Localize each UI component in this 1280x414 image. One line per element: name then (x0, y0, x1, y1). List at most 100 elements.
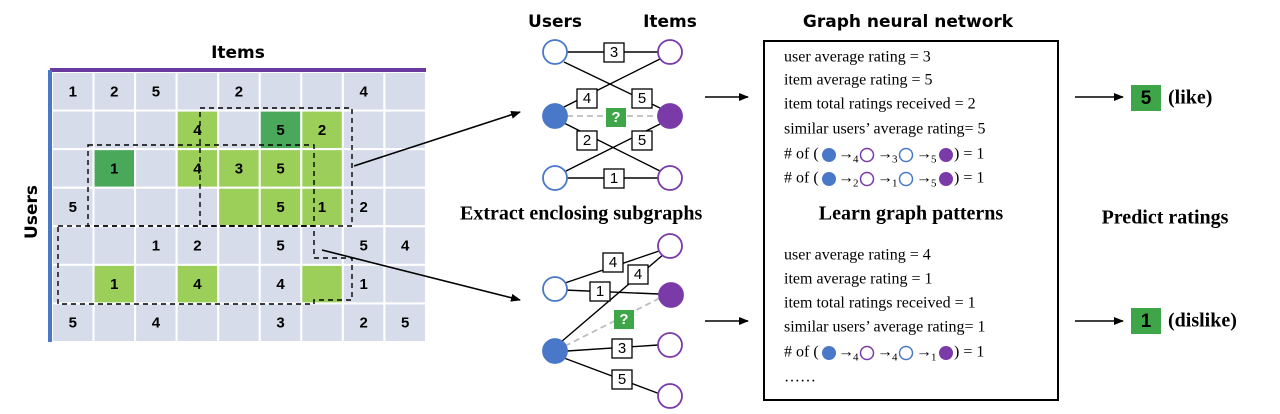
svg-text:4: 4 (359, 83, 368, 100)
matrix-cell: 4 (175, 109, 220, 151)
matrix-cell (217, 302, 261, 343)
svg-text:5: 5 (618, 371, 626, 388)
svg-text:2: 2 (853, 178, 859, 190)
svg-text:1: 1 (152, 238, 160, 255)
gnn-feature-line: item total ratings received = 1 (784, 295, 976, 312)
matrix-cell (300, 71, 344, 112)
svg-text:4: 4 (276, 276, 285, 293)
edge-label-2: 2 (576, 130, 598, 151)
matrix-cell (92, 302, 137, 343)
matrix-cell (92, 225, 137, 266)
matrix-cell (217, 109, 261, 151)
matrix-cell: 5 (134, 71, 178, 112)
matrix-cell: 2 (175, 225, 220, 266)
gnn-feature-line: similar users’ average rating= 1 (784, 319, 986, 336)
user-filled-icon (822, 148, 836, 162)
svg-text:3: 3 (892, 154, 898, 166)
gnn-path-count-line: # of (→2→1→5) = 1 (784, 170, 984, 190)
edge-label-3: 3 (603, 42, 625, 63)
svg-text:5: 5 (638, 90, 646, 107)
prediction-value-badge (1131, 85, 1161, 111)
svg-text:5: 5 (276, 160, 284, 177)
edge-label-3: 3 (611, 338, 633, 359)
svg-text:# of (: # of ( (784, 146, 819, 163)
matrix-cell (134, 148, 178, 189)
matrix-left-bar (48, 70, 52, 342)
svg-text:5: 5 (638, 132, 646, 149)
svg-text:4: 4 (634, 266, 642, 283)
extract-subgraphs-label: Extract enclosing subgraphs (460, 203, 702, 225)
item-outline-icon (859, 171, 875, 187)
matrix-cell (300, 302, 344, 343)
svg-text:) = 1: ) = 1 (954, 170, 984, 187)
svg-text:2: 2 (583, 132, 591, 149)
svg-text:4: 4 (853, 352, 859, 364)
matrix-cell: 2 (300, 109, 344, 151)
subgraph-users-label: Users (528, 12, 582, 32)
matrix-cell: 2 (92, 71, 137, 112)
item-node (657, 332, 683, 358)
item-node (657, 39, 683, 65)
user-outline-icon (898, 345, 914, 361)
svg-text:3: 3 (618, 340, 626, 357)
svg-text:5: 5 (931, 178, 937, 190)
svg-text:2: 2 (359, 315, 367, 332)
svg-text:3: 3 (276, 315, 284, 332)
item-node (657, 165, 683, 191)
svg-text:→: → (877, 344, 893, 361)
matrix-cell (341, 109, 386, 151)
svg-text:4: 4 (401, 238, 410, 255)
svg-text:→: → (916, 146, 932, 163)
svg-text:# of (: # of ( (784, 170, 819, 187)
svg-text:2: 2 (235, 83, 243, 100)
matrix-cell: 4 (258, 263, 303, 305)
svg-text:5: 5 (276, 122, 284, 139)
edge-label-4: 4 (576, 88, 598, 109)
gnn-feature-line: item average rating = 1 (784, 271, 933, 288)
item-node (657, 383, 683, 409)
svg-text:1: 1 (359, 276, 367, 293)
matrix-cell: 5 (383, 302, 427, 343)
svg-text:5: 5 (276, 199, 284, 216)
gnn-feature-line: user average rating = 4 (784, 247, 931, 264)
matrix-cell (217, 186, 261, 228)
svg-text:5: 5 (276, 238, 284, 255)
svg-text:→: → (838, 344, 854, 361)
matrix-cell (383, 109, 427, 151)
matrix-items-title: Items (211, 43, 265, 63)
svg-text:5: 5 (359, 238, 367, 255)
matrix-cell (134, 263, 178, 305)
matrix-cell: 2 (217, 71, 261, 112)
matrix-cell: 2 (341, 302, 386, 343)
gnn-path-count-line: # of (→4→3→5) = 1 (784, 146, 984, 166)
svg-text:4: 4 (193, 122, 202, 139)
matrix-cell: 5 (258, 109, 303, 151)
matrix-cell (217, 263, 261, 305)
edge-target-i3 (561, 121, 663, 173)
edge-label-5-b: 5 (631, 130, 653, 151)
svg-text:5: 5 (401, 315, 409, 332)
prediction-label: (like) (1168, 87, 1212, 109)
svg-text:) = 1: ) = 1 (954, 344, 984, 361)
svg-text:3: 3 (610, 44, 618, 61)
item-filled-icon (939, 172, 953, 186)
matrix-cell (258, 71, 303, 112)
svg-text:2: 2 (193, 238, 201, 255)
gnn-feature-line: item average rating = 5 (784, 72, 933, 89)
edge-label-4-a: 4 (602, 252, 624, 273)
matrix-cell (341, 148, 386, 189)
matrix-cell: 5 (258, 186, 303, 228)
prediction-value: 5 (1141, 88, 1152, 109)
matrix-cell: 5 (258, 225, 303, 266)
gnn-title: Graph neural network (803, 12, 1014, 32)
user-node (542, 276, 568, 302)
matrix-cell (300, 148, 344, 189)
edge-label-4-b: 4 (627, 264, 649, 285)
target-item-node (658, 282, 684, 308)
prediction-value: 1 (1141, 311, 1152, 332)
enclosing-outline-bottom (57, 225, 353, 305)
matrix-top-bar (50, 68, 426, 72)
svg-text:?: ? (619, 311, 628, 328)
matrix-cell: 3 (217, 148, 261, 189)
